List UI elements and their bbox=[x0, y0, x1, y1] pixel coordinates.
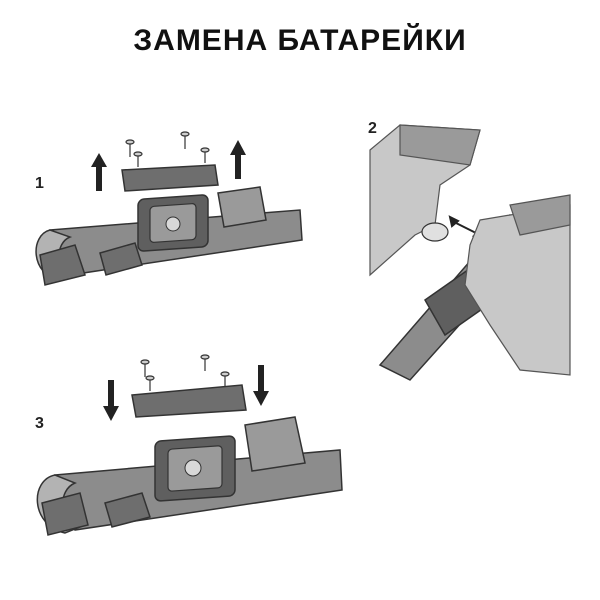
battery-coin bbox=[421, 222, 449, 242]
step-2-number: 2 bbox=[368, 120, 377, 137]
step-3-illustration bbox=[36, 354, 343, 536]
collar-buckle-clip bbox=[99, 242, 143, 276]
hand-bottom bbox=[464, 204, 571, 376]
battery-cover bbox=[121, 164, 219, 192]
battery-cover bbox=[131, 384, 247, 418]
sleeve-bottom bbox=[509, 194, 571, 236]
arrow-up-icon bbox=[230, 140, 246, 179]
collar-buckle bbox=[39, 244, 86, 286]
page-title: ЗАМЕНА БАТАРЕЙКИ bbox=[133, 24, 467, 57]
tracker-led bbox=[184, 459, 202, 477]
collar-buckle-clip bbox=[104, 492, 151, 528]
side-pad bbox=[217, 186, 267, 228]
step-3-number: 3 bbox=[35, 415, 44, 432]
step-1-illustration bbox=[35, 131, 303, 286]
screws bbox=[140, 354, 230, 391]
collar-buckle bbox=[41, 492, 89, 536]
screws bbox=[125, 131, 210, 167]
arrow-down-icon bbox=[253, 365, 269, 406]
step-1-number: 1 bbox=[35, 175, 44, 192]
arrow-up-icon bbox=[91, 153, 107, 191]
step-2-illustration bbox=[369, 124, 571, 381]
sleeve-top bbox=[399, 124, 481, 166]
arrow-down-icon bbox=[103, 380, 119, 421]
side-pad bbox=[244, 416, 306, 472]
tracker-led bbox=[165, 216, 181, 232]
